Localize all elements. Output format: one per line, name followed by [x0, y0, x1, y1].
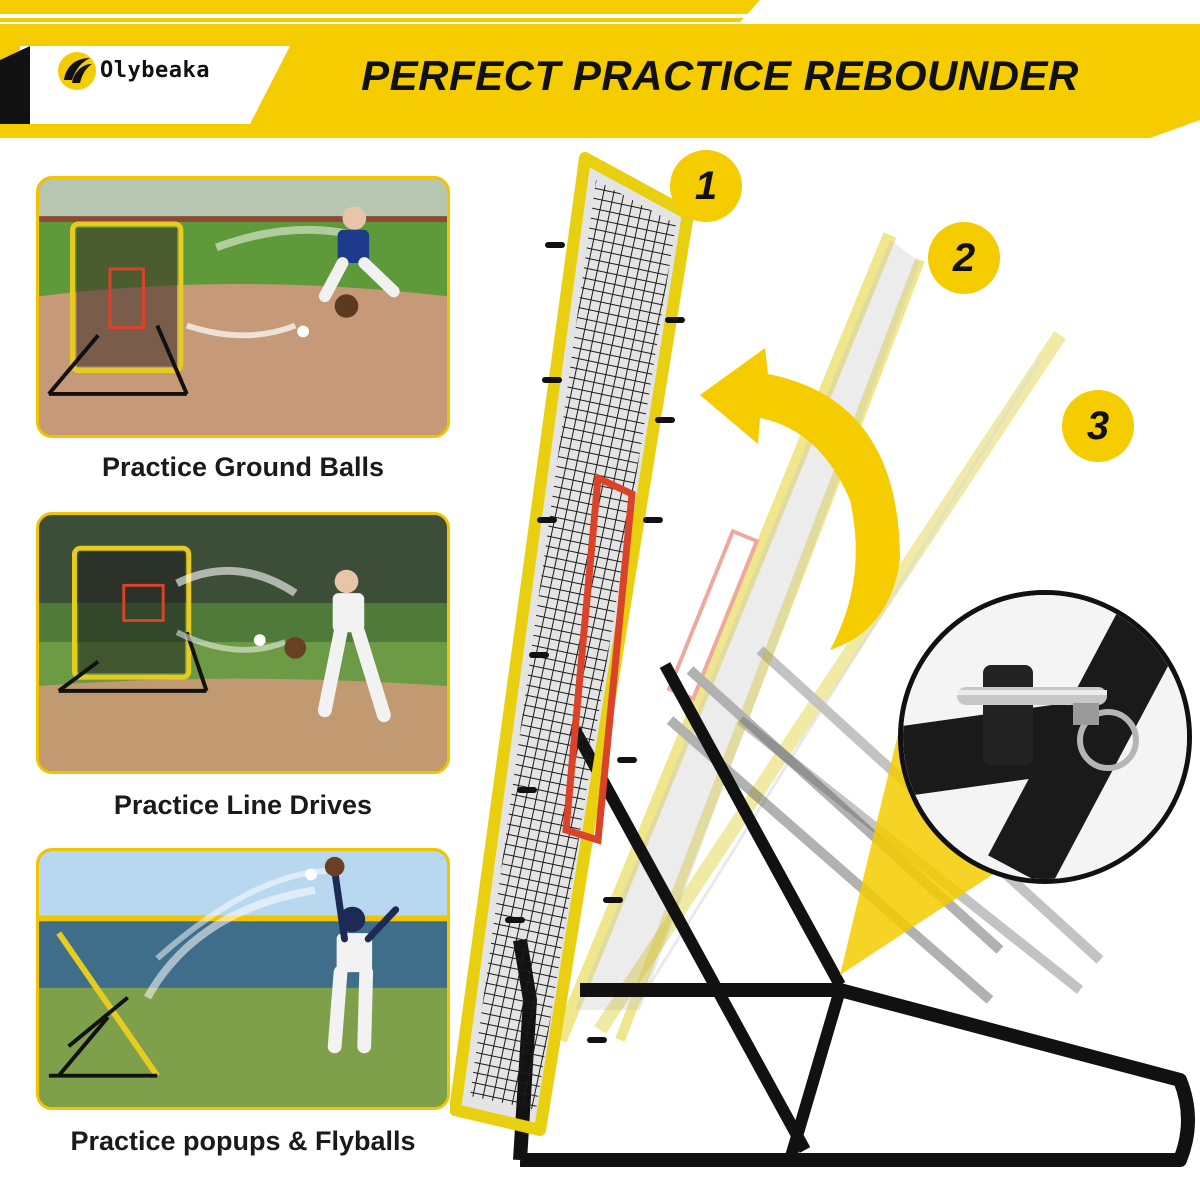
- brand-name: Olybeaka: [100, 58, 210, 83]
- caption-popups-flyballs: Practice popups & Flyballs: [70, 1126, 416, 1156]
- rebounder-position-1: [450, 152, 694, 1136]
- popups-flyballs-photo: [39, 851, 447, 1107]
- ground-balls-photo: [39, 179, 447, 435]
- panel-line-drives: [36, 512, 450, 774]
- position-badge-2: 2: [928, 222, 1000, 294]
- rebounder-illustration: [450, 152, 1195, 1167]
- caption-ground-balls: Practice Ground Balls: [101, 452, 385, 482]
- page-title: PERFECT PRACTICE REBOUNDER: [361, 52, 1079, 99]
- hinge-pin-icon: [903, 595, 1187, 879]
- panel-popups-flyballs: [36, 848, 450, 1110]
- banner-top-stripe: [0, 0, 760, 22]
- hinge-pin-detail: [898, 590, 1192, 884]
- caption-line-drives: Practice Line Drives: [113, 790, 373, 820]
- position-badge-3: 3: [1062, 390, 1134, 462]
- curved-arrow-icon: [700, 348, 900, 650]
- olybeaka-logo-icon: [58, 52, 96, 90]
- panel-ground-balls: [36, 176, 450, 438]
- line-drives-photo: [39, 515, 447, 771]
- position-badge-1: 1: [670, 150, 742, 222]
